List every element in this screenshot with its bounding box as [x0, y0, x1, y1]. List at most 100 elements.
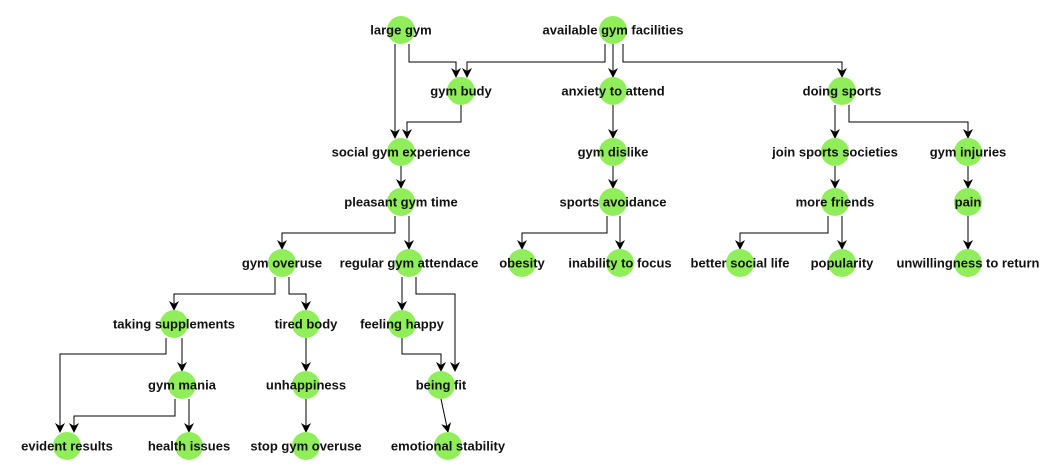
- node-large-gym: large gym: [370, 16, 432, 44]
- node-label: sports avoidance: [560, 195, 667, 210]
- node-label: unwillingness to return: [896, 256, 1039, 271]
- node-circle: [388, 310, 416, 338]
- edge-being-fit-to-emotional-stability: [440, 398, 452, 433]
- edge-large-gym-to-gym-budy: [408, 44, 461, 78]
- node-social-gym-experience: social gym experience: [332, 138, 471, 166]
- node-circle: [599, 16, 627, 44]
- node-doing-sports: doing sports: [803, 77, 881, 105]
- node-health-issues: health issues: [148, 432, 230, 460]
- node-evident-results: evident results: [21, 432, 113, 460]
- edge-gym-overuse-to-taking-supplements: [169, 277, 276, 311]
- node-circle: [821, 188, 849, 216]
- node-label: available gym facilities: [543, 23, 684, 38]
- node-label: health issues: [148, 439, 230, 454]
- node-circle: [387, 16, 415, 44]
- node-circle: [292, 310, 320, 338]
- node-label: popularity: [811, 256, 875, 271]
- node-label: gym overuse: [242, 256, 322, 271]
- node-circle: [508, 249, 536, 277]
- node-label: pain: [955, 195, 982, 210]
- node-unwillingness-to-return: unwillingness to return: [896, 249, 1040, 277]
- node-tired-body: tired body: [275, 310, 339, 338]
- node-label: more friends: [796, 195, 875, 210]
- edge-doing-sports-to-gym-injuries: [848, 105, 973, 139]
- edge-taking-supplements-to-evident-results: [55, 338, 167, 433]
- node-gym-mania: gym mania: [148, 371, 217, 399]
- node-gym-injuries: gym injuries: [930, 138, 1007, 166]
- node-label: tired body: [275, 317, 339, 332]
- edge-available-gym-facilities-to-gym-budy: [462, 44, 606, 78]
- edge-available-gym-facilities-to-doing-sports: [622, 44, 847, 78]
- node-label: emotional stability: [391, 439, 506, 454]
- edge-sports-avoidance-to-obesity: [517, 216, 608, 250]
- node-label: inability to focus: [568, 256, 671, 271]
- node-gym-budy: gym budy: [430, 77, 492, 105]
- node-circle: [434, 432, 462, 460]
- node-label: evident results: [21, 439, 113, 454]
- node-label: taking supplements: [113, 317, 235, 332]
- node-obesity: obesity: [499, 249, 546, 277]
- node-label: obesity: [499, 256, 545, 271]
- node-better-social-life: better social life: [691, 249, 790, 277]
- node-available-gym-facilities: available gym facilities: [543, 16, 684, 44]
- node-circle: [599, 77, 627, 105]
- node-label: gym dislike: [578, 145, 649, 160]
- node-label: gym budy: [430, 84, 492, 99]
- node-circle: [954, 188, 982, 216]
- node-label: pleasant gym time: [344, 195, 457, 210]
- node-label: social gym experience: [332, 145, 471, 160]
- node-emotional-stability: emotional stability: [391, 432, 506, 460]
- node-circle: [447, 77, 475, 105]
- node-gym-dislike: gym dislike: [578, 138, 649, 166]
- edge-gym-overuse-to-tired-body: [288, 277, 311, 311]
- node-label: being fit: [416, 378, 467, 393]
- edge-feeling-happy-to-being-fit: [401, 338, 446, 372]
- node-circle: [292, 432, 320, 460]
- node-label: gym injuries: [930, 145, 1007, 160]
- node-circle: [268, 249, 296, 277]
- node-label: stop gym overuse: [250, 439, 361, 454]
- node-circle: [954, 249, 982, 277]
- node-circle: [292, 371, 320, 399]
- node-pain: pain: [954, 188, 982, 216]
- node-circle: [395, 249, 423, 277]
- node-circle: [821, 138, 849, 166]
- node-circle: [160, 310, 188, 338]
- node-gym-overuse: gym overuse: [242, 249, 322, 277]
- node-inability-to-focus: inability to focus: [568, 249, 672, 277]
- node-label: anxiety to attend: [561, 84, 664, 99]
- node-unhappiness: unhappiness: [266, 371, 346, 399]
- edge-layer: [55, 44, 973, 433]
- node-taking-supplements: taking supplements: [113, 310, 235, 338]
- node-more-friends: more friends: [796, 188, 875, 216]
- node-label: regular gym attendace: [340, 256, 479, 271]
- edge-regular-gym-attendace-to-being-fit: [415, 277, 460, 372]
- edge-gym-budy-to-social-gym-experience: [402, 105, 462, 139]
- node-circle: [168, 371, 196, 399]
- node-label: feeling happy: [360, 317, 445, 332]
- node-circle: [828, 77, 856, 105]
- node-anxiety-to-attend: anxiety to attend: [561, 77, 665, 105]
- node-circle: [599, 188, 627, 216]
- node-label: better social life: [691, 256, 790, 271]
- node-stop-gym-overuse: stop gym overuse: [250, 432, 362, 460]
- node-circle: [726, 249, 754, 277]
- node-circle: [387, 188, 415, 216]
- node-label: large gym: [370, 23, 431, 38]
- node-regular-gym-attendace: regular gym attendace: [340, 249, 479, 277]
- node-circle: [828, 249, 856, 277]
- node-feeling-happy: feeling happy: [360, 310, 445, 338]
- edge-pleasant-gym-time-to-gym-overuse: [277, 216, 396, 250]
- node-label: join sports societies: [771, 145, 898, 160]
- node-pleasant-gym-time: pleasant gym time: [344, 188, 458, 216]
- node-circle: [606, 249, 634, 277]
- node-circle: [53, 432, 81, 460]
- edge-more-friends-to-better-social-life: [735, 216, 829, 250]
- node-circle: [175, 432, 203, 460]
- node-label: unhappiness: [266, 378, 346, 393]
- edge-gym-mania-to-evident-results: [69, 399, 176, 433]
- node-layer: large gym available gym facilities gym bud…: [21, 16, 1040, 460]
- node-label: gym mania: [148, 378, 217, 393]
- node-join-sports-societies: join sports societies: [771, 138, 898, 166]
